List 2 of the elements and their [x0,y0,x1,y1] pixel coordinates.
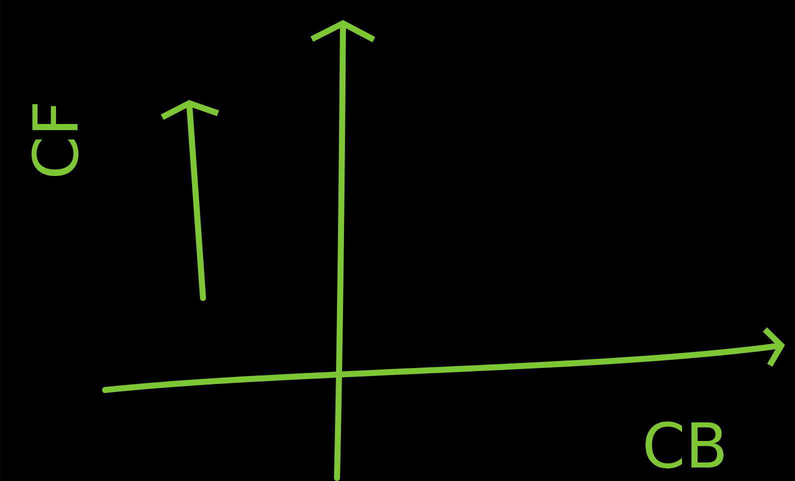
axis-label: CB [646,422,724,468]
axis-label: CF [32,104,78,176]
